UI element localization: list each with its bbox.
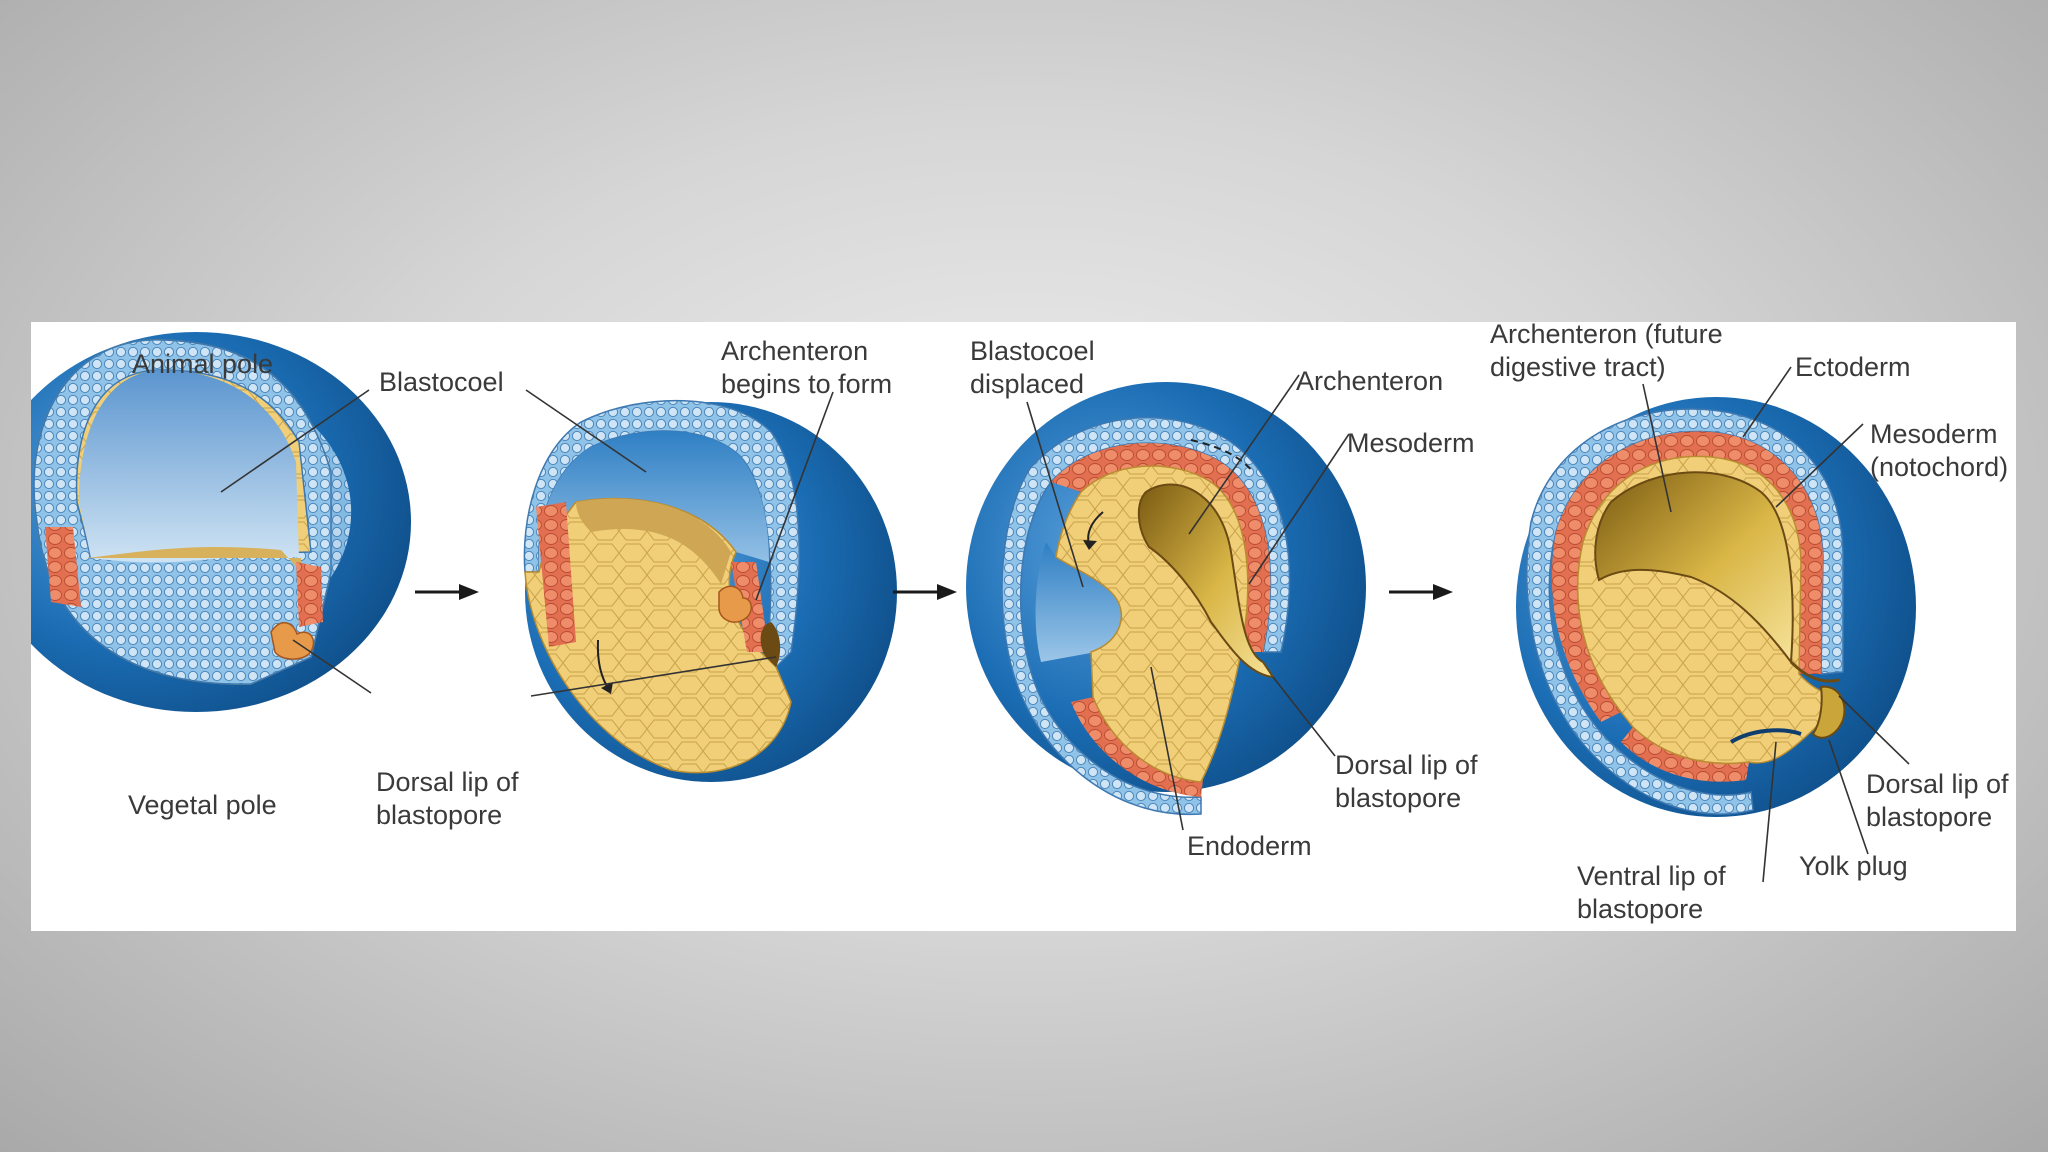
- label-vegetal-pole: Vegetal pole: [128, 790, 277, 820]
- stage-3-embryo: [966, 382, 1366, 816]
- label-blastocoel-displaced-line1: Blastocoel: [970, 336, 1095, 366]
- label-ventral-lip-line1: Ventral lip of: [1577, 861, 1726, 891]
- blastocoel-cavity: [79, 370, 299, 563]
- diagram-canvas: Animal pole Blastocoel Vegetal pole Dors…: [31, 322, 2009, 924]
- label-ectoderm: Ectoderm: [1795, 352, 1911, 382]
- label-animal-pole: Animal pole: [132, 349, 273, 379]
- labels: Animal pole Blastocoel Vegetal pole Dors…: [128, 322, 2009, 924]
- stage-2-arrow: [893, 584, 957, 600]
- label-mesoderm-notochord-line2: (notochord): [1870, 452, 2008, 482]
- label-endoderm: Endoderm: [1187, 831, 1312, 861]
- stage-1-arrow: [415, 584, 479, 600]
- label-archenteron-begins-line1: Archenteron: [721, 336, 868, 366]
- label-mesoderm-notochord-line1: Mesoderm: [1870, 419, 1998, 449]
- label-dorsal-lip-4-line2: blastopore: [1866, 802, 1992, 832]
- archenteron-cavity: [1594, 471, 1794, 665]
- label-archenteron-future-line1: Archenteron (future: [1490, 322, 1723, 349]
- blastocoel-cavity: [538, 430, 769, 574]
- label-ventral-lip-line2: blastopore: [1577, 894, 1703, 924]
- label-yolk-plug: Yolk plug: [1799, 851, 1908, 881]
- gastrulation-diagram: Animal pole Blastocoel Vegetal pole Dors…: [31, 322, 2016, 931]
- label-archenteron-begins-line2: begins to form: [721, 369, 892, 399]
- yolk-plug: [1811, 685, 1846, 739]
- label-dorsal-lip-1-line2: blastopore: [376, 800, 502, 830]
- leader-lines: [220, 366, 1910, 883]
- label-dorsal-lip-3-line1: Dorsal lip of: [1335, 750, 1478, 780]
- label-blastocoel-displaced-line2: displaced: [970, 369, 1084, 399]
- dorsal-lip-cells: [270, 622, 315, 660]
- archenteron-cavity: [1137, 483, 1276, 679]
- label-archenteron-future-line2: digestive tract): [1490, 352, 1666, 382]
- label-dorsal-lip-3-line2: blastopore: [1335, 783, 1461, 813]
- label-dorsal-lip-1-line1: Dorsal lip of: [376, 767, 519, 797]
- label-dorsal-lip-4-line1: Dorsal lip of: [1866, 769, 2009, 799]
- label-mesoderm: Mesoderm: [1347, 428, 1475, 458]
- label-blastocoel: Blastocoel: [379, 367, 504, 397]
- stage-2-embryo: [523, 399, 897, 782]
- displaced-blastocoel: [1035, 542, 1122, 662]
- stage-3-arrow: [1389, 584, 1453, 600]
- label-archenteron: Archenteron: [1296, 366, 1443, 396]
- stage-1-embryo: [31, 332, 411, 712]
- stage-4-embryo: [1516, 397, 1916, 817]
